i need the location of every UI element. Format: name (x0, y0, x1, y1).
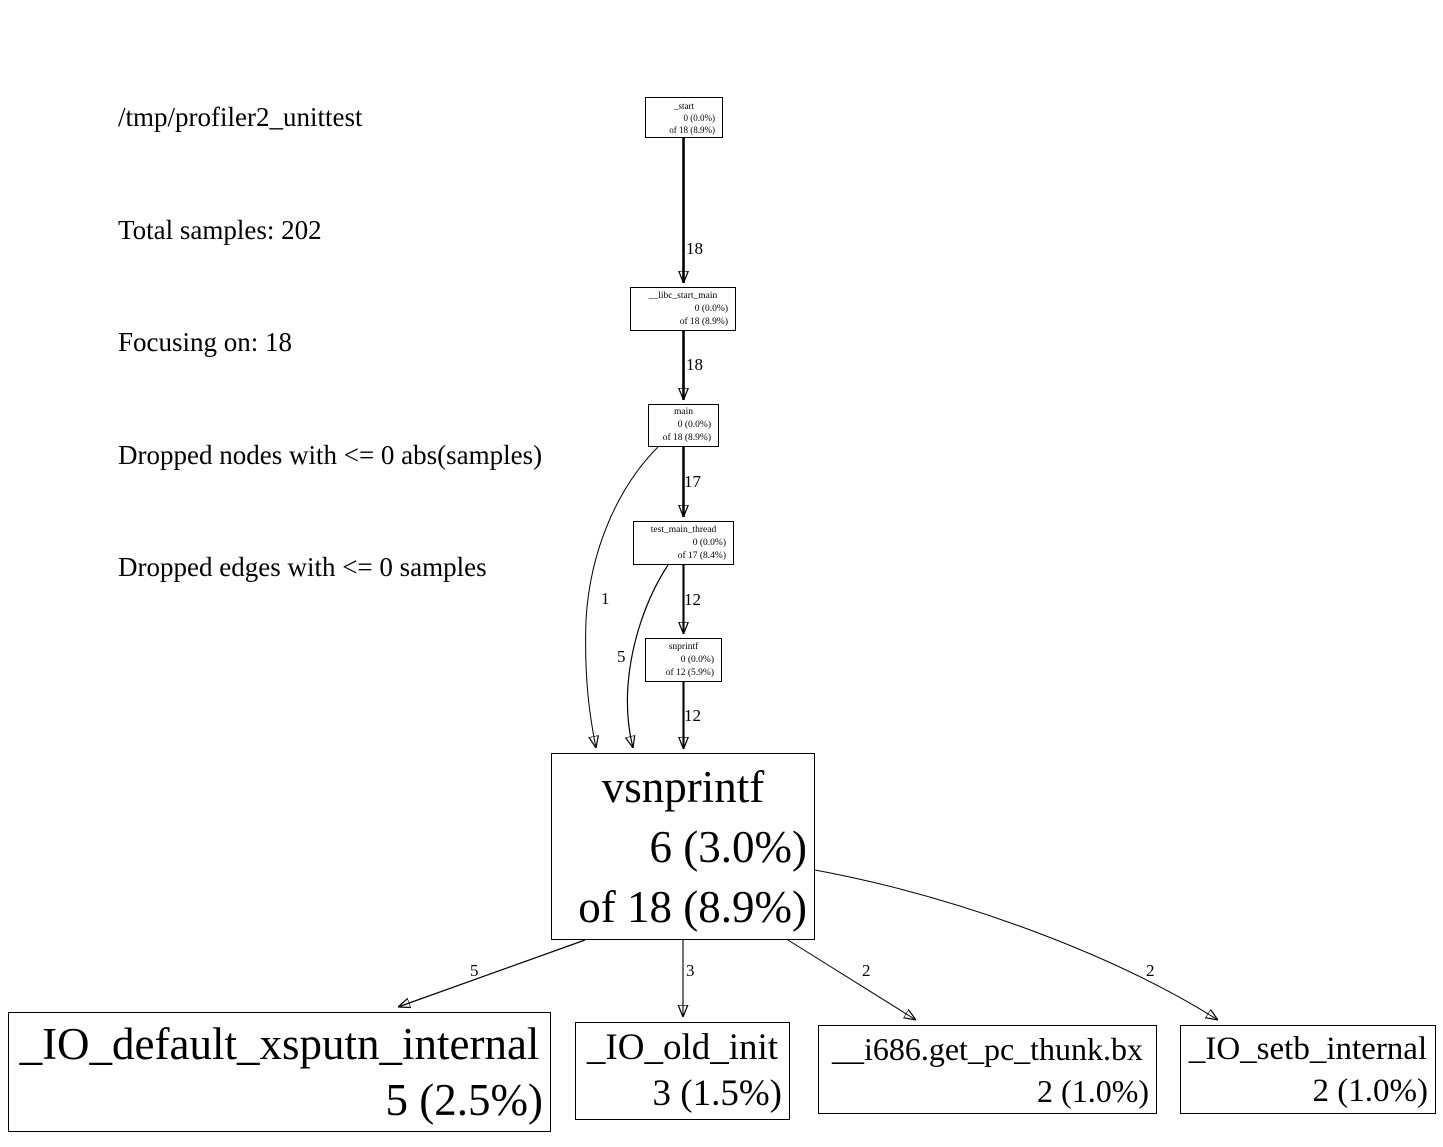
node-title: _IO_setb_internal (1188, 1030, 1428, 1067)
node-cumulative-value: of 18 (8.9%) (578, 881, 807, 932)
node-title: snprintf (668, 641, 699, 652)
edge-label-vsnprintf-to-old-init: 3 (686, 961, 695, 980)
node-io-old-init: _IO_old_init 3 (1.5%) (575, 1022, 790, 1120)
edge-vsnprintf-to-setb (814, 869, 1218, 1020)
edge-main-to-vsnprintf (585, 446, 659, 748)
profile-binary-path: /tmp/profiler2_unittest (118, 102, 363, 132)
node-cumulative-value: of 17 (8.4%) (677, 550, 726, 561)
graph-header: /tmp/profiler2_unittest Total samples: 2… (118, 24, 542, 662)
focusing-on-text: Focusing on: 18 (118, 327, 293, 357)
node-cumulative-value: of 12 (5.9%) (665, 667, 714, 678)
node-i686-get-pc-thunk: __i686.get_pc_thunk.bx 2 (1.0%) (818, 1025, 1157, 1114)
edge-label-vsnprintf-to-setb: 2 (1146, 961, 1155, 980)
node-self-value: 6 (3.0%) (649, 821, 807, 872)
node-self-value: 0 (0.0%) (677, 420, 711, 430)
edge-label-start-to-libc: 18 (686, 239, 703, 258)
node-main: main 0 (0.0%) of 18 (8.9%) (648, 404, 719, 447)
node-title: test_main_thread (650, 524, 717, 535)
node-title: __i686.get_pc_thunk.bx (831, 1030, 1144, 1067)
node-self-value: 2 (1.0%) (1037, 1072, 1149, 1109)
edge-vsnprintf-to-thunk (787, 939, 916, 1020)
node-self-value: 2 (1.0%) (1312, 1072, 1428, 1109)
node-io-setb-internal: _IO_setb_internal 2 (1.0%) (1180, 1025, 1436, 1114)
node-title: main (674, 407, 693, 417)
node-title: __libc_start_main (648, 290, 718, 301)
edge-label-vsnprintf-to-xsputn: 5 (470, 961, 479, 980)
node-vsnprintf: vsnprintf 6 (3.0%) of 18 (8.9%) (551, 753, 815, 940)
total-samples-text: Total samples: 202 (118, 214, 322, 245)
edge-label-libc-to-main: 18 (686, 355, 703, 374)
node-cumulative-value: of 18 (8.9%) (669, 124, 715, 135)
node-self-value: 3 (1.5%) (652, 1073, 782, 1114)
dropped-nodes-text: Dropped nodes with <= 0 abs(samples) (118, 439, 543, 470)
edge-label-main-to-test: 17 (684, 472, 701, 491)
node-title: _IO_old_init (586, 1027, 779, 1068)
node-snprintf: snprintf 0 (0.0%) of 12 (5.9%) (645, 638, 722, 682)
node-self-value: 5 (2.5%) (385, 1075, 543, 1125)
node-cumulative-value: of 18 (8.9%) (662, 433, 711, 443)
node-title: vsnprintf (601, 761, 765, 812)
node-test-main-thread: test_main_thread 0 (0.0%) of 17 (8.4%) (633, 521, 734, 565)
edge-label-snprintf-to-vsnprintf: 12 (684, 706, 701, 725)
edge-vsnprintf-to-xsputn (398, 939, 586, 1007)
edge-label-vsnprintf-to-thunk: 2 (862, 961, 871, 980)
node-title: _IO_default_xsputn_internal (19, 1019, 540, 1069)
dropped-edges-text: Dropped edges with <= 0 samples (118, 552, 487, 582)
node-io-default-xsputn-internal: _IO_default_xsputn_internal 5 (2.5%) (8, 1012, 551, 1132)
edge-label-test-to-vsnprintf: 5 (617, 647, 626, 666)
node-title: _start (674, 100, 694, 111)
node-self-value: 0 (0.0%) (694, 303, 728, 314)
node-cumulative-value: of 18 (8.9%) (679, 316, 728, 327)
edge-label-main-to-vsnprintf: 1 (601, 589, 610, 608)
edge-label-test-to-snprintf: 12 (684, 590, 701, 609)
node-libc-start-main: __libc_start_main 0 (0.0%) of 18 (8.9%) (630, 287, 736, 331)
node-self-value: 0 (0.0%) (692, 537, 726, 548)
node-self-value: 0 (0.0%) (680, 654, 714, 665)
node-self-value: 0 (0.0%) (683, 112, 716, 123)
node-start: _start 0 (0.0%) of 18 (8.9%) (645, 97, 723, 138)
